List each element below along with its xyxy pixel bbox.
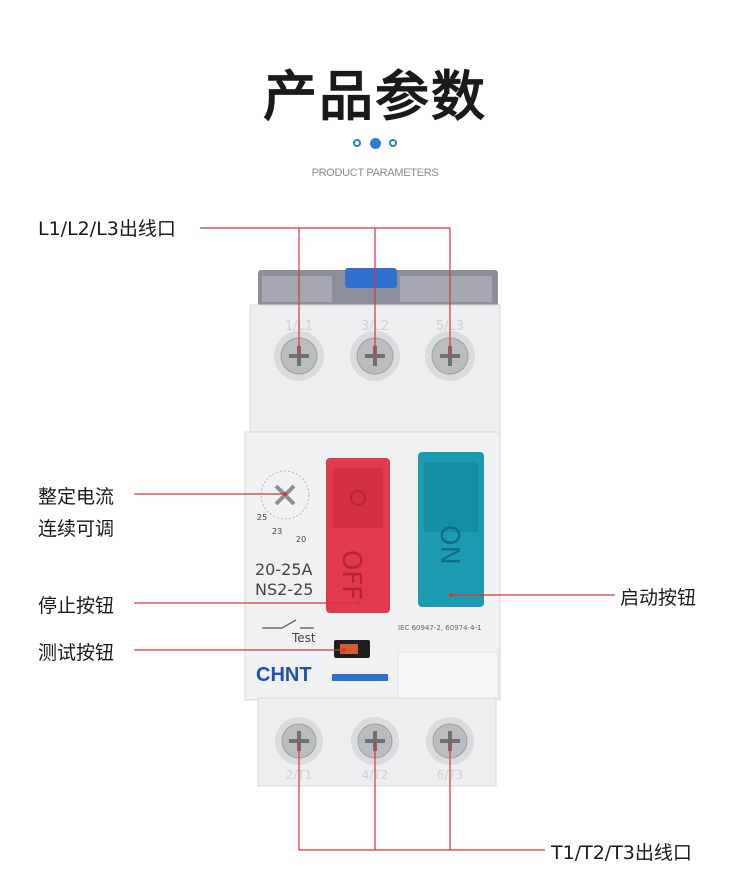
callout-endpoints bbox=[283, 492, 453, 652]
current-adjust-sublabel: 连续可调 bbox=[38, 518, 115, 540]
blue-latch bbox=[345, 268, 397, 288]
indicator-dot bbox=[353, 139, 361, 147]
off-button-label: OFF bbox=[336, 550, 366, 600]
current-adjust-label: 整定电流 bbox=[38, 486, 115, 508]
switch-symbol-icon bbox=[262, 619, 314, 629]
off-button-face bbox=[333, 468, 383, 528]
output-terminals-label: T1/T2/T3出线口 bbox=[551, 842, 692, 864]
standard-text: IEC 60947-2, 60974-4-1 bbox=[398, 624, 482, 632]
top-housing-segment bbox=[400, 276, 492, 302]
dial-mark: 23 bbox=[272, 527, 282, 536]
model-text: NS2-25 bbox=[255, 580, 313, 599]
off-button-dot bbox=[350, 490, 366, 506]
indicator-dot bbox=[389, 139, 397, 147]
input-terminals-callout-line bbox=[200, 227, 451, 356]
page-subtitle: PRODUCT PARAMETERS bbox=[311, 167, 439, 179]
current-dial bbox=[260, 470, 310, 520]
dial-mark: 25 bbox=[257, 513, 267, 522]
on-button-face bbox=[424, 462, 478, 532]
output-terminals-callout-line bbox=[298, 741, 545, 851]
page-title: 产品参数 bbox=[263, 65, 487, 128]
test-button-indicator bbox=[340, 644, 358, 654]
stop-button-label: 停止按钮 bbox=[38, 595, 115, 617]
input-terminals-label: L1/L2/L3出线口 bbox=[38, 218, 176, 240]
start-button-label: 启动按钮 bbox=[620, 587, 697, 609]
callout-lines bbox=[134, 227, 615, 851]
test-label: Test bbox=[291, 631, 316, 645]
label-window bbox=[397, 651, 499, 699]
on-button-label: ON bbox=[434, 525, 464, 565]
top-housing-segment bbox=[262, 276, 332, 302]
page-indicator-dots bbox=[353, 138, 399, 150]
indicator-dot-active bbox=[370, 138, 381, 149]
rating-text: 20-25A bbox=[255, 560, 312, 579]
test-button-label: 测试按钮 bbox=[38, 642, 115, 664]
dial-mark: 20 bbox=[296, 535, 306, 544]
brand-logo: CHNT bbox=[256, 664, 312, 686]
brand-bar bbox=[332, 674, 388, 681]
